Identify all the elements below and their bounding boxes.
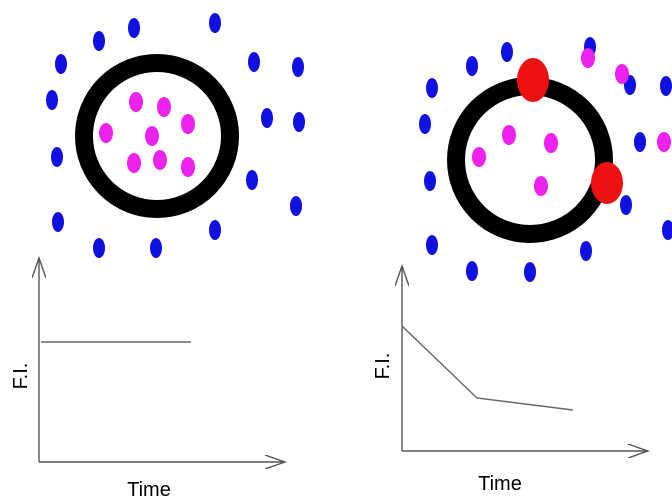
outer-particle	[524, 262, 536, 282]
left-graph: F.I. Time	[10, 258, 285, 498]
inner-particle	[534, 176, 548, 196]
right-x-axis-label: Time	[478, 473, 522, 495]
outer-particle	[662, 220, 672, 240]
outer-particle	[580, 241, 592, 261]
right-escaped-particles	[581, 48, 671, 152]
inner-particle	[181, 157, 195, 177]
outer-particle	[634, 132, 646, 152]
outer-particle	[290, 196, 302, 216]
outer-particle	[292, 57, 304, 77]
outer-particle	[419, 114, 431, 134]
right-panel: F.I. Time	[372, 37, 672, 495]
outer-particle	[55, 54, 67, 74]
outer-particle	[261, 108, 273, 128]
right-fluorescence-trace	[401, 325, 574, 411]
outer-particle	[466, 56, 478, 76]
pore-top	[517, 58, 549, 102]
outer-particle	[46, 90, 58, 110]
outer-particle	[466, 261, 478, 281]
right-graph: F.I. Time	[372, 266, 648, 495]
left-outer-particles	[46, 13, 305, 258]
inner-particle	[145, 126, 159, 146]
inner-particle	[153, 150, 167, 170]
outer-particle	[93, 238, 105, 258]
right-outer-particles	[419, 37, 672, 282]
left-y-axis-label: F.I.	[10, 363, 32, 390]
pore-right	[591, 162, 623, 204]
inner-particle	[181, 114, 195, 134]
outer-particle	[293, 112, 305, 132]
outer-particle	[248, 52, 260, 72]
inner-particle	[472, 147, 486, 167]
outer-particle	[209, 13, 221, 33]
outer-particle	[424, 171, 436, 191]
left-vesicle-membrane	[75, 54, 239, 218]
outer-particle	[501, 42, 513, 62]
right-pores	[517, 58, 623, 204]
outer-particle	[51, 147, 63, 167]
inner-particle	[581, 48, 595, 68]
outer-particle	[426, 235, 438, 255]
outer-particle	[150, 238, 162, 258]
outer-particle	[128, 18, 140, 38]
left-inner-particles	[99, 92, 195, 177]
inner-particle	[129, 92, 143, 112]
outer-particle	[660, 76, 672, 96]
inner-particle	[99, 123, 113, 143]
outer-particle	[620, 195, 632, 215]
outer-particle	[209, 220, 221, 240]
right-y-axis-label: F.I.	[372, 353, 394, 380]
outer-particle	[52, 212, 64, 232]
outer-particle	[246, 170, 258, 190]
inner-particle	[502, 125, 516, 145]
inner-particle	[544, 133, 558, 153]
inner-particle	[157, 97, 171, 117]
outer-particle	[426, 78, 438, 98]
inner-particle	[657, 132, 671, 152]
inner-particle	[127, 153, 141, 173]
right-inner-particles	[472, 125, 558, 196]
inner-particle	[615, 64, 629, 84]
left-x-axis-label: Time	[127, 479, 171, 498]
left-panel: F.I. Time	[10, 13, 305, 498]
outer-particle	[93, 31, 105, 51]
